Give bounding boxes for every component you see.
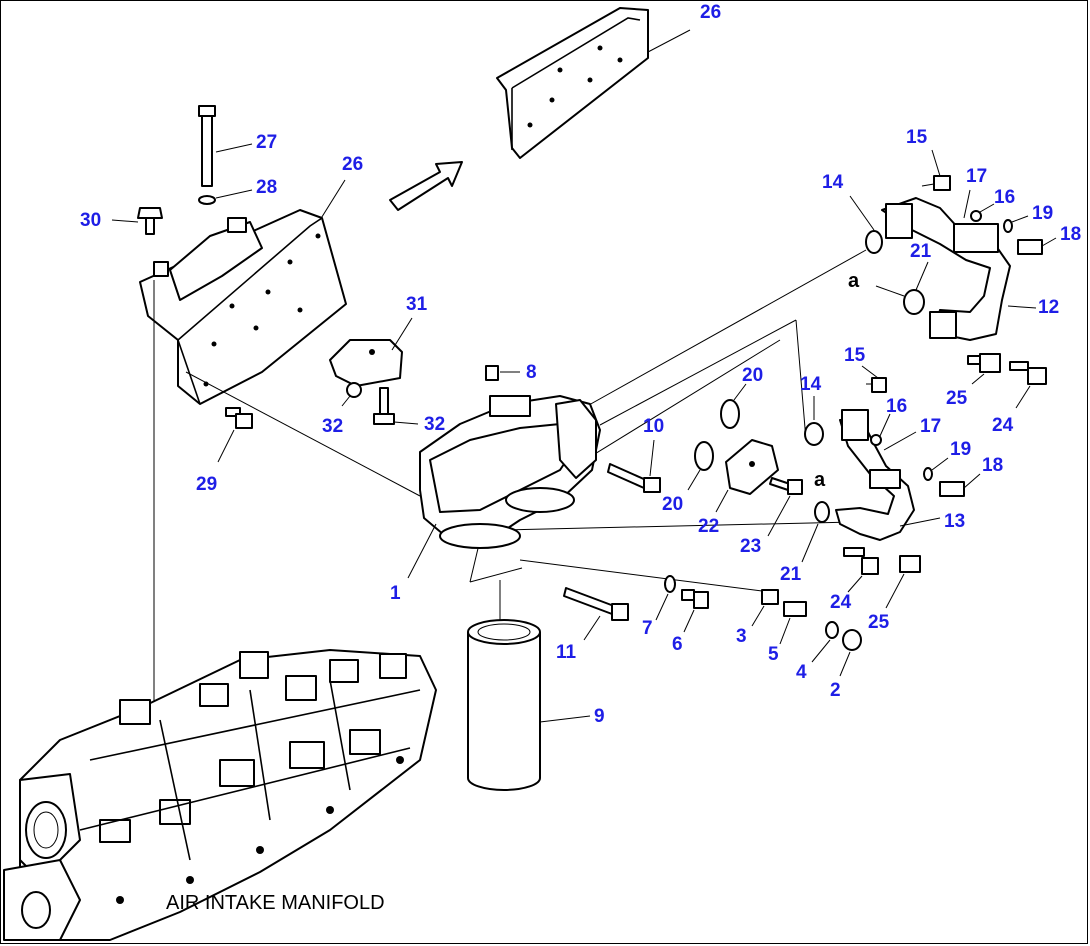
callout-24-a: 24: [830, 592, 852, 613]
air-intake-manifold: [3, 649, 437, 941]
bolt-29: [217, 407, 253, 463]
callout-11: 11: [556, 642, 577, 663]
callout-15-a: 15: [906, 127, 928, 148]
washer-19-a: [1003, 215, 1029, 233]
callout-32-a: 32: [322, 416, 343, 437]
callout-16-b: 16: [886, 396, 907, 417]
bolt-27: [198, 105, 253, 187]
bolt-32-b: [373, 387, 419, 425]
callout-31: 31: [406, 294, 428, 315]
marker-a-upper: a: [848, 270, 860, 292]
bolt-24-a: [843, 547, 879, 593]
callout-13: 13: [944, 511, 965, 532]
callout-9: 9: [594, 706, 605, 727]
callout-12: 12: [1038, 297, 1059, 318]
callout-4: 4: [796, 662, 807, 683]
callout-17-b: 17: [920, 416, 941, 437]
bolt-23: [767, 477, 803, 537]
callout-5: 5: [768, 644, 779, 665]
callout-17-a: 17: [966, 166, 987, 187]
marker-a-middle: a: [814, 469, 826, 491]
callout-8: 8: [526, 362, 537, 383]
bolt-30: [111, 207, 163, 235]
bolt-25-b: [967, 353, 1001, 385]
callout-7: 7: [642, 618, 653, 639]
callout-16-a: 16: [994, 187, 1015, 208]
spacer-3: [751, 589, 779, 627]
callout-29: 29: [196, 474, 217, 495]
tube-13: [835, 409, 941, 541]
washer-28: [198, 189, 253, 205]
bolt-15-a: [921, 149, 951, 191]
filter-element-9: [467, 619, 591, 791]
bolt-18-a: [1017, 237, 1057, 255]
callout-21-a: 21: [780, 564, 802, 585]
bracket-31: [329, 317, 413, 387]
callout-20-b: 20: [662, 494, 683, 515]
callout-24-b: 24: [992, 415, 1014, 436]
callout-21-b: 21: [910, 241, 932, 262]
callout-27: 27: [256, 132, 277, 153]
callout-10: 10: [643, 416, 664, 437]
clamp-17-b: [883, 431, 917, 451]
bolt-24-b: [1009, 361, 1047, 409]
clamp-17-a: [963, 189, 971, 219]
filter-head-1: [407, 395, 601, 579]
tube-12: [881, 197, 1037, 341]
callout-18-a: 18: [1060, 224, 1081, 245]
seal-14-a: [849, 195, 883, 254]
bolt-15-b: [861, 365, 887, 393]
callout-30: 30: [80, 210, 101, 231]
callout-2: 2: [830, 680, 841, 701]
o-ring-21-a: [801, 501, 830, 563]
callout-26-upper: 26: [700, 2, 721, 23]
callout-14-a: 14: [822, 172, 844, 193]
seal-14-b: [804, 396, 824, 446]
callout-22: 22: [698, 516, 719, 537]
bolt-25-a: [885, 555, 921, 609]
o-ring-20-b: [687, 441, 714, 491]
washer-16-a: [970, 203, 995, 222]
plug-2: [839, 629, 862, 677]
callout-23: 23: [740, 536, 761, 557]
callout-28: 28: [256, 177, 277, 198]
plug-6: [681, 589, 709, 633]
valve-5: [779, 601, 807, 645]
callout-25-b: 25: [946, 388, 968, 409]
cover-plate-left: [139, 179, 347, 405]
bolt-10: [607, 439, 661, 493]
cover-plate-upper: [496, 7, 691, 159]
callout-14-b: 14: [800, 374, 822, 395]
direction-arrow: [389, 161, 463, 211]
bolt-32-a: [341, 382, 362, 407]
o-ring-4: [811, 621, 839, 663]
bolt-18-b: [939, 473, 981, 497]
callout-15-b: 15: [844, 345, 866, 366]
callout-18-b: 18: [982, 455, 1003, 476]
callout-6: 6: [672, 634, 683, 655]
washer-19-b: [923, 457, 949, 481]
callout-3: 3: [736, 626, 747, 647]
callout-1: 1: [390, 583, 401, 604]
bolt-11: [563, 587, 629, 641]
o-ring-21-b: [875, 261, 929, 315]
plug-8: [485, 365, 520, 381]
washer-7: [655, 575, 676, 621]
callout-19-b: 19: [950, 439, 971, 460]
callout-25-a: 25: [868, 612, 890, 633]
o-ring-20-a: [720, 383, 747, 429]
callout-26-left: 26: [342, 154, 363, 175]
callout-20-a: 20: [742, 365, 763, 386]
washer-16-b: [870, 413, 891, 446]
connector-22: [715, 439, 779, 513]
diagram-caption: AIR INTAKE MANIFOLD: [166, 892, 385, 914]
callout-32-b: 32: [424, 414, 445, 435]
callout-19-a: 19: [1032, 203, 1053, 224]
